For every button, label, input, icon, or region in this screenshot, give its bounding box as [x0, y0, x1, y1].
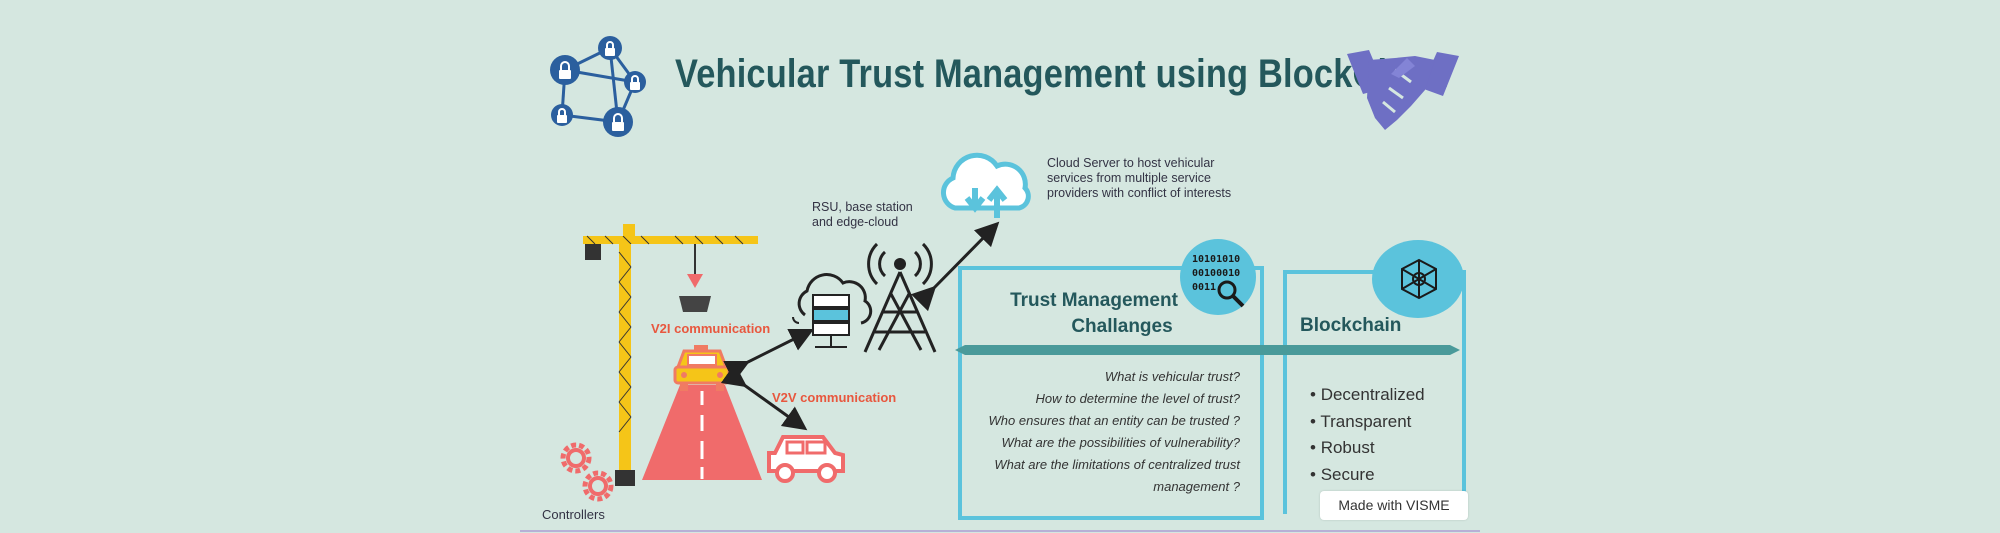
made-with-visme-badge[interactable]: Made with VISME	[1320, 491, 1468, 520]
question-item: What is vehicular trust?	[1104, 369, 1240, 384]
bottom-divider	[520, 530, 1480, 532]
cloud-server-label: Cloud Server to host vehicular services …	[1047, 156, 1231, 201]
question-item: How to determine the level of trust?	[1035, 391, 1241, 406]
feature-item: Decentralized	[1310, 382, 1425, 409]
rsu-label-line: and edge-cloud	[812, 215, 899, 229]
page-title: Vehicular Trust Management using BlockCh…	[675, 52, 1449, 96]
blockchain-cube-icon	[1372, 240, 1464, 318]
binary-line: 0011	[1192, 282, 1217, 293]
cell-tower-icon	[863, 242, 937, 353]
crane-icon	[583, 224, 758, 486]
cloud-label-line: providers with conflict of interests	[1047, 186, 1232, 200]
trust-title-line2: Challanges	[1071, 316, 1173, 337]
feature-item: Secure	[1310, 462, 1425, 489]
magnifier-icon	[1217, 280, 1245, 308]
question-item: Who ensures that an entity can be truste…	[988, 413, 1240, 428]
blockchain-features-list: Decentralized Transparent Robust Secure	[1310, 382, 1425, 489]
feature-item: Robust	[1310, 435, 1425, 462]
panel-divider	[955, 345, 1460, 355]
trust-questions-list: What is vehicular trust? How to determin…	[920, 366, 1240, 498]
trust-management-panel	[958, 266, 1264, 520]
edge-server-icon	[792, 273, 873, 348]
cloud-label-line: services from multiple service	[1047, 171, 1211, 185]
cloud-server-icon	[941, 152, 1031, 218]
suv-car-icon	[767, 435, 845, 483]
binary-line: 10101010	[1192, 254, 1241, 265]
trust-panel-title: Trust Management Challanges	[1008, 288, 1180, 340]
question-item: What are the possibilities of vulnerabil…	[1001, 435, 1240, 450]
binary-line: 00100010	[1192, 268, 1241, 279]
controllers-label: Controllers	[542, 507, 605, 522]
question-item: What are the limitations of centralized …	[994, 457, 1240, 472]
question-item: management ?	[1153, 479, 1240, 494]
rsu-label: RSU, base station and edge-cloud	[812, 200, 913, 230]
trust-title-line1: Trust Management	[1010, 290, 1178, 311]
blockchain-panel-title: Blockchain	[1300, 315, 1402, 336]
rsu-label-line: RSU, base station	[812, 200, 913, 214]
binary-search-icon: 10101010 00100010 0011	[1180, 239, 1256, 315]
handshake-icon	[1347, 50, 1459, 130]
cloud-label-line: Cloud Server to host vehicular	[1047, 156, 1215, 170]
network-lock-icon	[550, 36, 646, 137]
gears-icon	[560, 442, 614, 502]
feature-item: Transparent	[1310, 409, 1425, 436]
